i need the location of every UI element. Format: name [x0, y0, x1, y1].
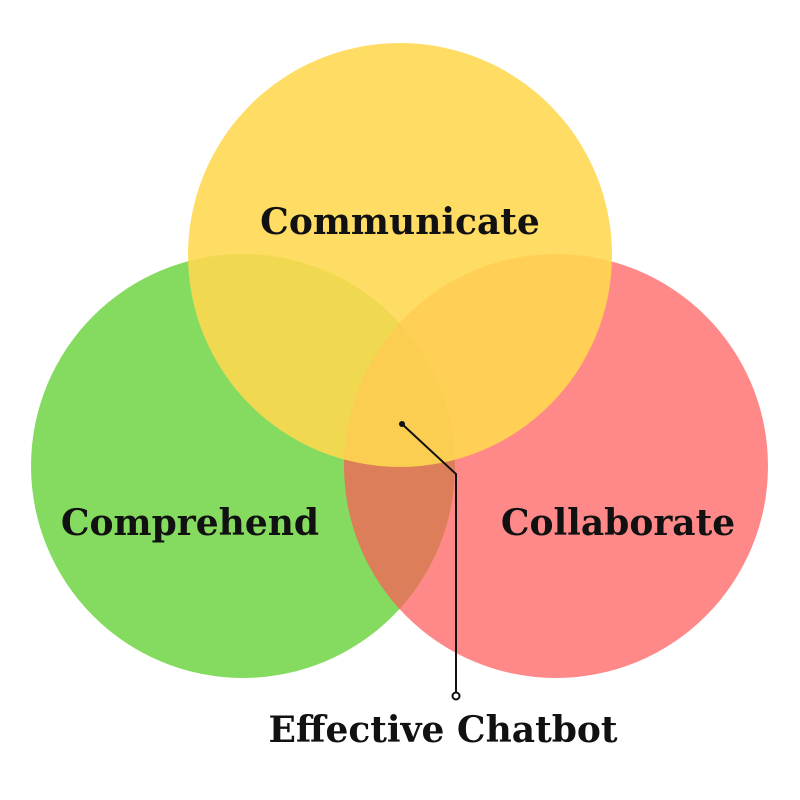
circle-communicate	[188, 43, 612, 467]
label-collaborate: Collaborate	[501, 502, 735, 544]
leader-line-end-dot	[451, 691, 461, 701]
leader-line-start-dot	[399, 421, 405, 427]
label-comprehend: Comprehend	[61, 502, 319, 544]
label-communicate: Communicate	[260, 201, 540, 243]
leader-line	[401, 423, 457, 694]
label-intersection: Effective Chatbot	[268, 709, 617, 751]
